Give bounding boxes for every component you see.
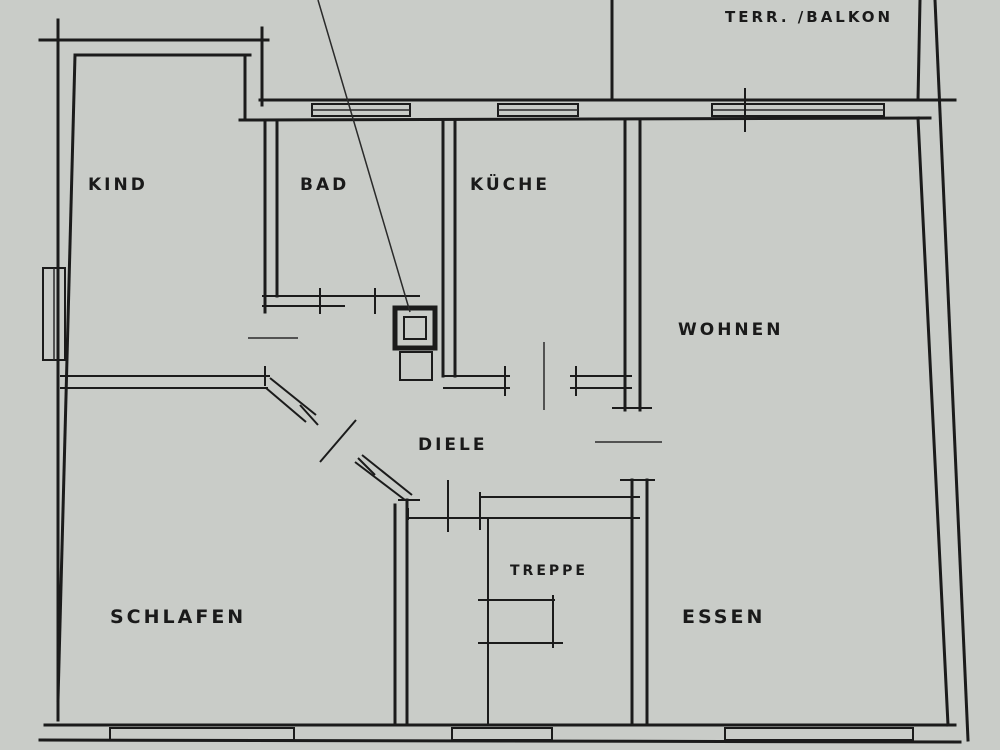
label-terrace: TERR. /BALKON (725, 8, 893, 26)
label-kind: KIND (88, 175, 148, 195)
label-kueche: KÜCHE (470, 173, 550, 195)
label-essen: ESSEN (682, 606, 765, 628)
construction-line (317, 0, 411, 313)
label-wohnen: WOHNEN (678, 320, 784, 340)
chimney-icon (392, 305, 438, 381)
windows (42, 88, 914, 741)
interior-walls (60, 118, 662, 727)
label-treppe: TREPPE (510, 563, 588, 579)
label-schlafen: SCHLAFEN (110, 606, 246, 628)
label-diele: DIELE (418, 435, 488, 455)
label-bad: BAD (300, 175, 349, 195)
